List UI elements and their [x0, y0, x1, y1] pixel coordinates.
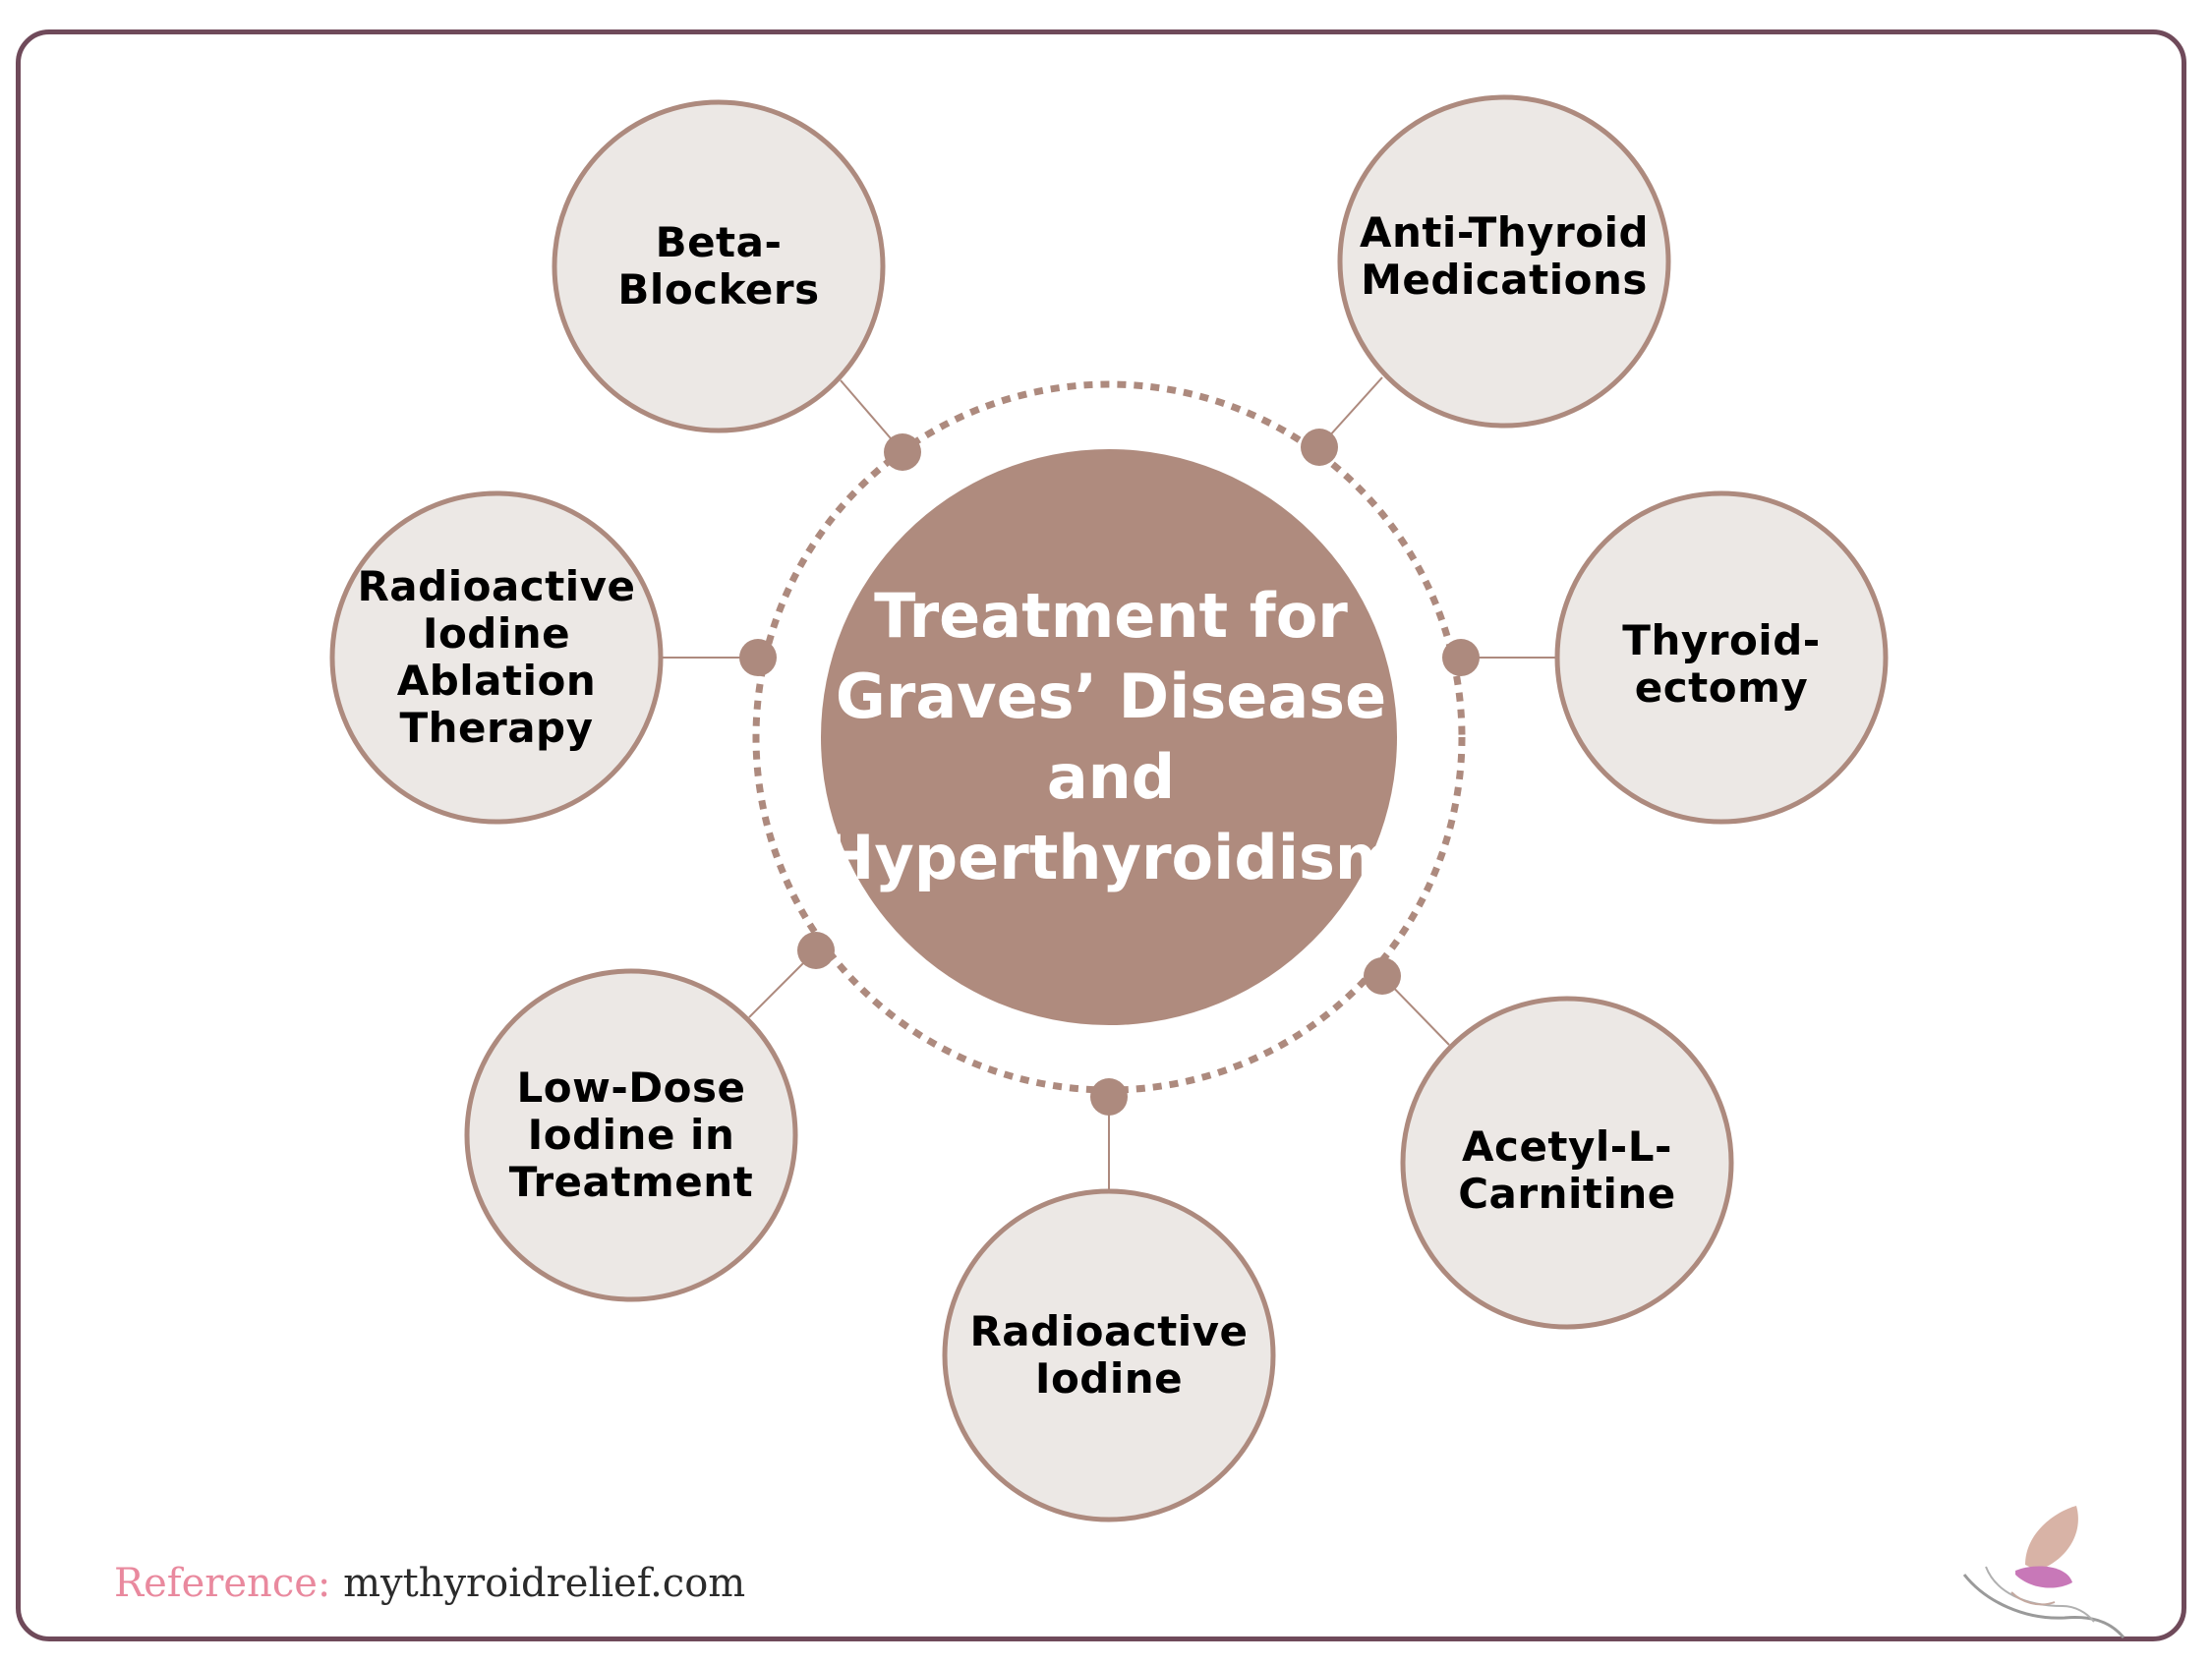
node-label-radioactive-iodine: Radioactive Iodine	[969, 1307, 1249, 1403]
node-circle-acetyl	[1400, 996, 1734, 1330]
node-circle-beta-blockers	[552, 99, 886, 433]
node-label-radioactive-ablation: Radioactive Iodine Ablation Therapy	[357, 562, 636, 752]
connector-dot	[739, 639, 777, 676]
node-circle-anti-thyroid	[1337, 94, 1671, 429]
node-label-acetyl: Acetyl-L- Carnitine	[1458, 1122, 1676, 1218]
connector-dot	[884, 433, 921, 471]
node-label-anti-thyroid: Anti-Thyroid Medications	[1359, 208, 1650, 304]
node-circle-radioactive-iodine	[942, 1188, 1276, 1522]
connector-dot	[797, 932, 835, 969]
node-label-low-dose: Low-Dose Iodine in Treatment	[508, 1063, 754, 1206]
connector-dot	[1090, 1078, 1128, 1116]
center-title: Treatment for Graves’ Disease and Hypert…	[823, 580, 1399, 893]
node-circle-thyroidectomy	[1554, 490, 1889, 825]
node-circle-low-dose	[464, 968, 798, 1302]
reference-site: mythyroidrelief.com	[343, 1561, 746, 1606]
connector-dot	[1364, 957, 1401, 995]
leaf-butterfly-logo-icon	[1962, 1506, 2125, 1638]
connector-dot	[1301, 429, 1338, 466]
connector-dot	[1442, 639, 1480, 676]
center-circle	[821, 449, 1397, 1025]
node-label-beta-blockers: Beta- Blockers	[617, 218, 820, 314]
reference-label: Reference:	[114, 1561, 331, 1606]
reference-line: Reference: mythyroidrelief.com	[114, 1557, 745, 1610]
node-circle-radioactive-ablation	[329, 490, 664, 825]
node-label-thyroidectomy: Thyroid- ectomy	[1622, 616, 1821, 712]
